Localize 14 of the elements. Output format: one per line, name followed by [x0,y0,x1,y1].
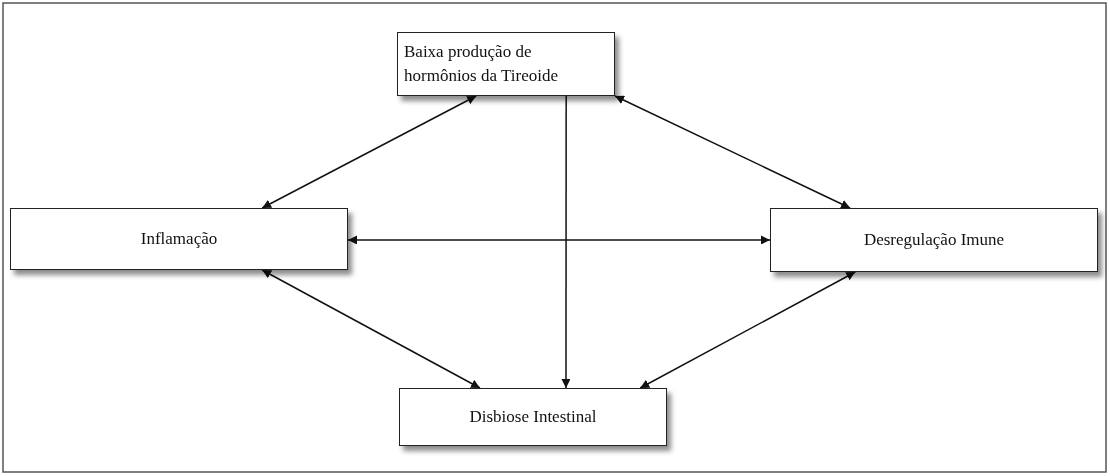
arrow [561,95,571,389]
box-label: Baixa produção de hormônios da Tireoide [404,41,559,87]
arrow [347,235,771,245]
arrow [261,95,477,209]
arrow [261,269,481,389]
process-box [397,32,615,96]
box-label: Desregulação Imune [863,229,1005,251]
process-box [399,388,667,446]
box-label: Disbiose Intestinal [469,406,597,428]
process-box [10,208,348,270]
arrow [614,95,851,209]
box-label: Inflamação [140,228,218,250]
process-box [770,208,1098,272]
arrow [639,271,857,389]
